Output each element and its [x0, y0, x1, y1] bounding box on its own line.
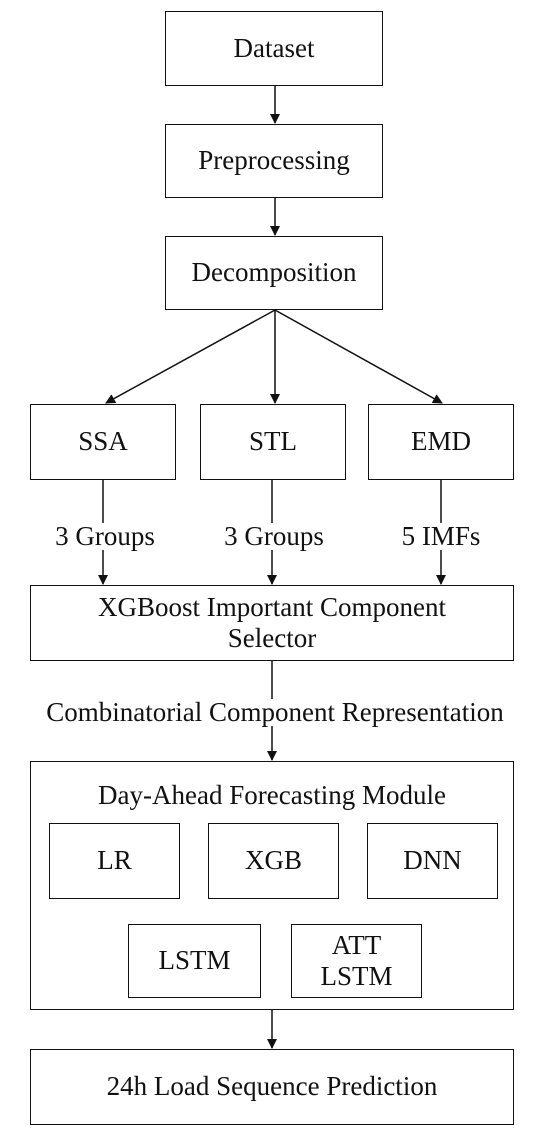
output-label: 24h Load Sequence Prediction [106, 1071, 438, 1102]
model-lr-label: LR [97, 845, 132, 876]
stl-groups-label: 3 Groups [213, 523, 335, 550]
emd-imfs-label: 5 IMFs [386, 523, 496, 550]
decomposition-box: Decomposition [165, 236, 383, 310]
model-xgb-label: XGB [244, 845, 302, 876]
forecasting-module-box: Day-Ahead Forecasting Module LR XGB DNN … [30, 761, 514, 1010]
model-lstm-box: LSTM [128, 924, 261, 998]
arrow-decomposition-to-emd [274, 309, 443, 404]
emd-box: EMD [368, 404, 514, 480]
emd-label: EMD [411, 426, 471, 457]
stl-label: STL [248, 426, 297, 457]
decomposition-label: Decomposition [191, 257, 357, 288]
arrow-decomposition-to-ssa [105, 309, 276, 404]
ssa-groups-label: 3 Groups [44, 523, 166, 550]
model-xgb-box: XGB [208, 823, 339, 899]
stl-box: STL [200, 404, 346, 480]
component-selector-box: XGBoost Important Component Selector [30, 585, 514, 661]
selector-label-line2: Selector [227, 623, 317, 653]
model-dnn-box: DNN [367, 823, 498, 899]
dataset-box: Dataset [165, 11, 383, 86]
preprocessing-box: Preprocessing [165, 124, 383, 198]
model-att-label-line2: LSTM [320, 961, 393, 991]
model-att-label-line1: ATT [331, 929, 382, 960]
selector-label-line1: XGBoost Important Component [98, 591, 446, 622]
ssa-box: SSA [30, 404, 176, 480]
preprocessing-label: Preprocessing [198, 145, 350, 176]
model-dnn-label: DNN [403, 845, 462, 876]
dataset-label: Dataset [233, 32, 315, 63]
load-prediction-output-box: 24h Load Sequence Prediction [30, 1049, 514, 1125]
forecasting-module-title: Day-Ahead Forecasting Module [98, 780, 446, 810]
model-lstm-label: LSTM [158, 945, 231, 976]
model-att-lstm-box: ATT LSTM [291, 924, 422, 998]
model-lr-box: LR [49, 823, 180, 899]
combinatorial-representation-label: Combinatorial Component Representation [4, 699, 546, 726]
ssa-label: SSA [78, 426, 128, 457]
